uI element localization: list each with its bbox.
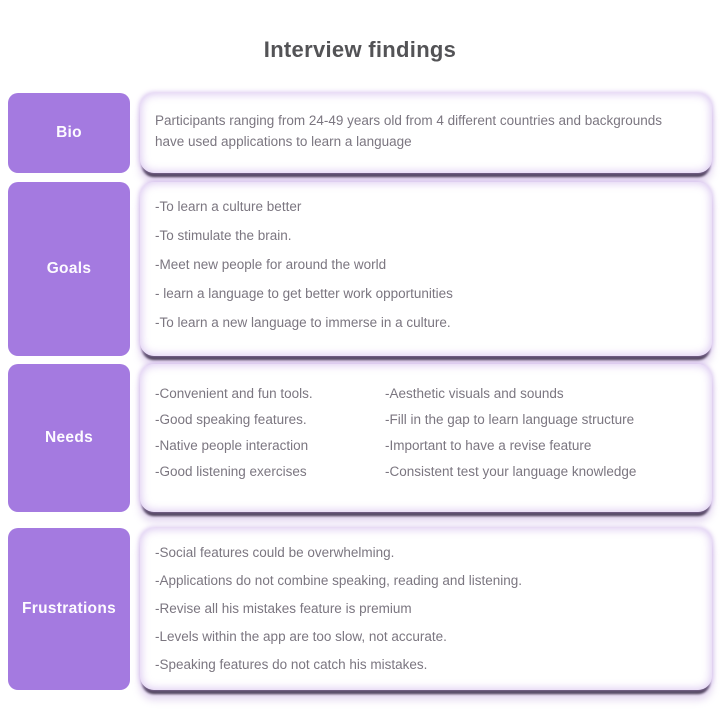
goals-item: -To learn a culture better [155, 199, 302, 214]
section-label-needs: Needs [8, 364, 130, 512]
needs-item: -Native people interaction [155, 438, 309, 453]
frustrations-item: -Social features could be overwhelming. [155, 545, 395, 560]
needs-item: -Aesthetic visuals and sounds [385, 386, 564, 401]
sections-container: Bio Participants ranging from 24-49 year… [8, 93, 712, 690]
section-goals: Goals -To learn a culture better -To sti… [8, 182, 712, 356]
section-label-frustrations: Frustrations [8, 528, 130, 690]
frustrations-item: -Revise all his mistakes feature is prem… [155, 601, 412, 616]
bio-paragraph: Participants ranging from 24-49 years ol… [155, 113, 663, 149]
section-bio: Bio Participants ranging from 24-49 year… [8, 93, 712, 173]
goals-item: -To stimulate the brain. [155, 228, 292, 243]
frustrations-item: -Applications do not combine speaking, r… [155, 573, 522, 588]
section-label-goals-text: Goals [46, 260, 92, 277]
page-title: Interview findings [263, 37, 457, 62]
frustrations-item: -Speaking features do not catch his mist… [155, 657, 428, 672]
needs-item: -Good listening exercises [155, 464, 307, 479]
frustrations-item: -Levels within the app are too slow, not… [155, 629, 447, 644]
needs-item: -Fill in the gap to learn language struc… [385, 412, 635, 427]
section-card-needs: -Convenient and fun tools. -Good speakin… [140, 364, 712, 512]
section-label-needs-text: Needs [44, 429, 94, 446]
section-label-frustrations-text: Frustrations [21, 600, 117, 617]
goals-item: -Meet new people for around the world [155, 257, 387, 272]
goals-item: - learn a language to get better work op… [155, 286, 453, 301]
goals-item: -To learn a new language to immerse in a… [155, 315, 451, 330]
needs-item: -Good speaking features. [155, 412, 307, 427]
section-card-goals: -To learn a culture better -To stimulate… [140, 182, 712, 356]
section-label-bio: Bio [8, 93, 130, 173]
section-card-frustrations: -Social features could be overwhelming. … [140, 528, 712, 690]
needs-column-left: -Convenient and fun tools. -Good speakin… [155, 385, 385, 512]
section-label-goals: Goals [8, 182, 130, 356]
needs-item: -Important to have a revise feature [385, 438, 592, 453]
needs-column-right: -Aesthetic visuals and sounds -Fill in t… [385, 385, 692, 512]
needs-item: -Consistent test your language knowledge [385, 464, 637, 479]
section-card-bio: Participants ranging from 24-49 years ol… [140, 93, 712, 173]
section-needs: Needs -Convenient and fun tools. -Good s… [8, 364, 712, 512]
section-frustrations: Frustrations -Social features could be o… [8, 528, 712, 690]
needs-item: -Convenient and fun tools. [155, 386, 313, 401]
section-label-bio-text: Bio [56, 124, 82, 141]
